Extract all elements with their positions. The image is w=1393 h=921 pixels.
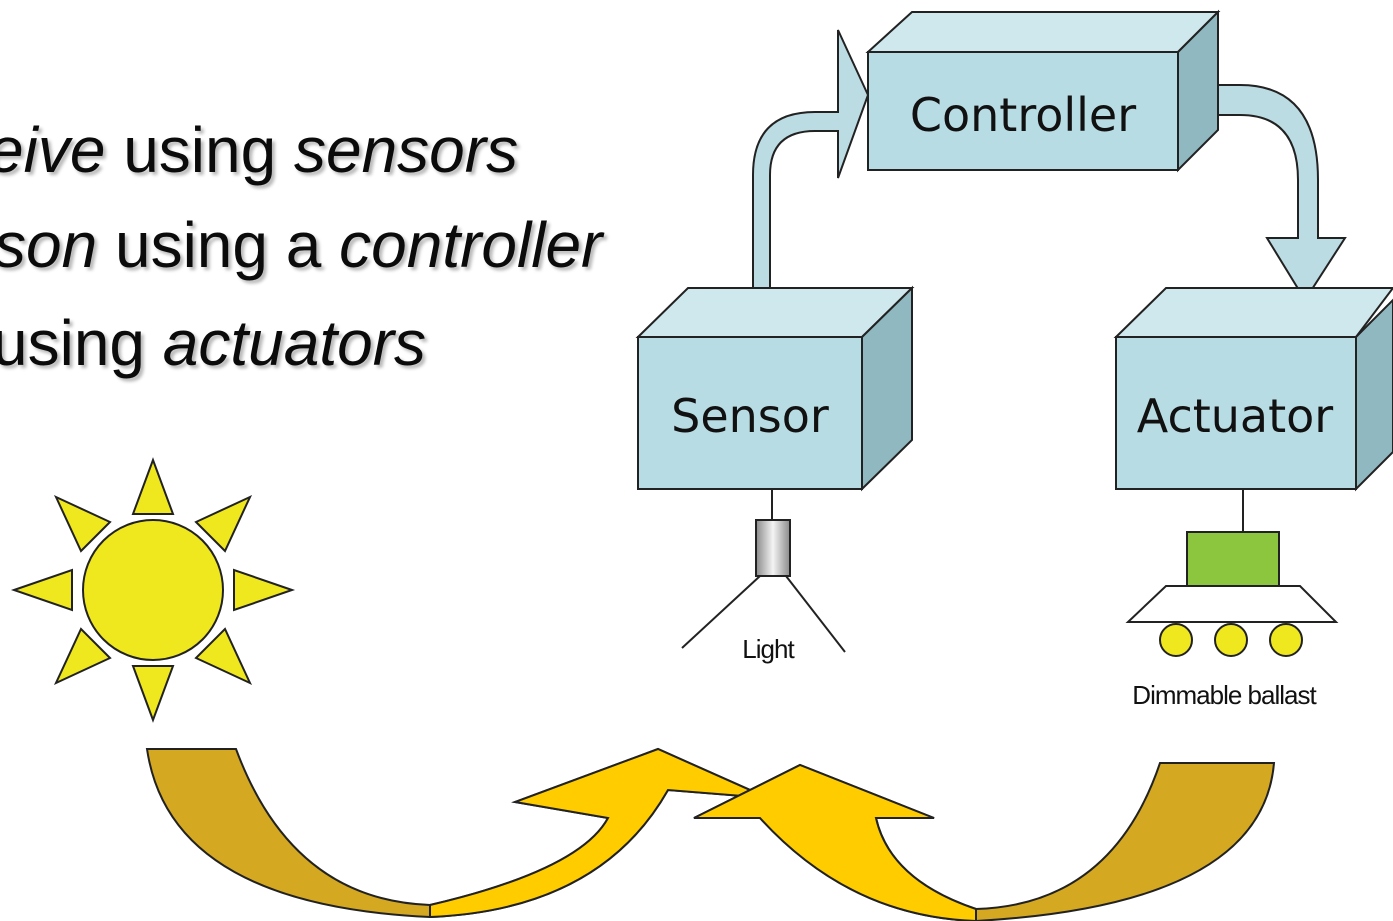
controller-label: Controller bbox=[910, 88, 1136, 142]
controller-box: Controller bbox=[865, 9, 1221, 173]
controller-to-actuator-arrow bbox=[1199, 84, 1347, 302]
sensor-to-controller-arrow bbox=[752, 29, 870, 301]
actuator-label: Actuator bbox=[1137, 389, 1334, 443]
sensor-box: Sensor bbox=[635, 285, 915, 492]
sensor-label: Sensor bbox=[671, 389, 829, 443]
actuator-box: Actuator bbox=[1113, 287, 1393, 492]
daylight-arrow-tip bbox=[429, 747, 769, 919]
light-caption: Light bbox=[742, 634, 795, 664]
bullet-perceive: eive using sensors bbox=[0, 114, 519, 186]
light-sensor-icon bbox=[681, 489, 846, 653]
ballast-caption: Dimmable ballast bbox=[1132, 680, 1317, 710]
sun-icon bbox=[10, 457, 296, 723]
bullet-reason: son using a controller bbox=[0, 209, 603, 281]
bullet-act: using actuators bbox=[0, 307, 427, 379]
lamp-light-arrow-tip bbox=[693, 763, 977, 921]
dimmable-ballast-icon bbox=[1125, 489, 1339, 657]
